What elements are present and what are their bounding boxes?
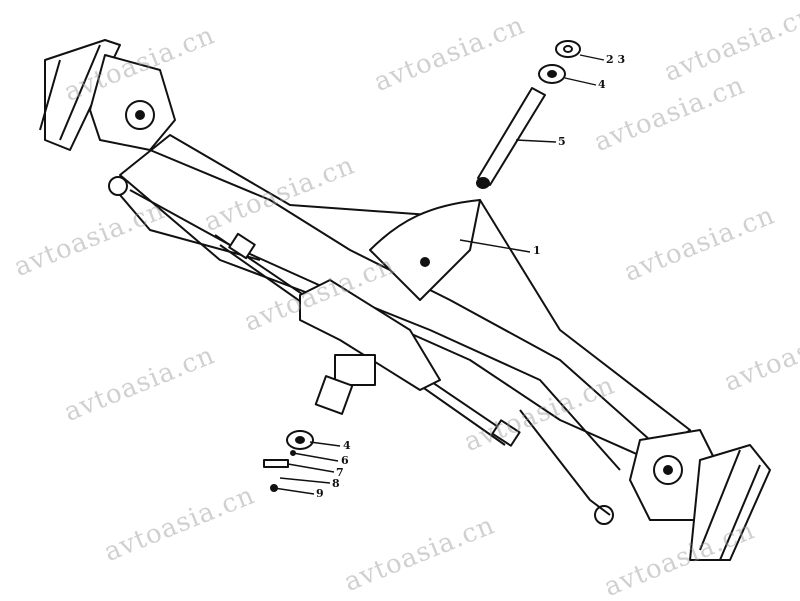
right-hub: [629, 429, 771, 561]
callout-6: 6: [341, 454, 349, 467]
callout-4-bottom: 4: [343, 439, 351, 452]
shock-absorber: [476, 40, 581, 189]
fastener-parts: [263, 430, 314, 492]
callout-9: 9: [316, 487, 324, 500]
callout-7: 7: [336, 466, 344, 479]
differential-housing: [299, 279, 441, 415]
leader-lines: [273, 54, 605, 495]
callout-4-top: 4: [598, 78, 606, 91]
callout-1: 1: [533, 244, 541, 257]
callout-5: 5: [558, 135, 566, 148]
callout-8: 8: [332, 477, 340, 490]
callout-2-3: 2 3: [606, 53, 626, 66]
left-hub: [39, 39, 176, 151]
